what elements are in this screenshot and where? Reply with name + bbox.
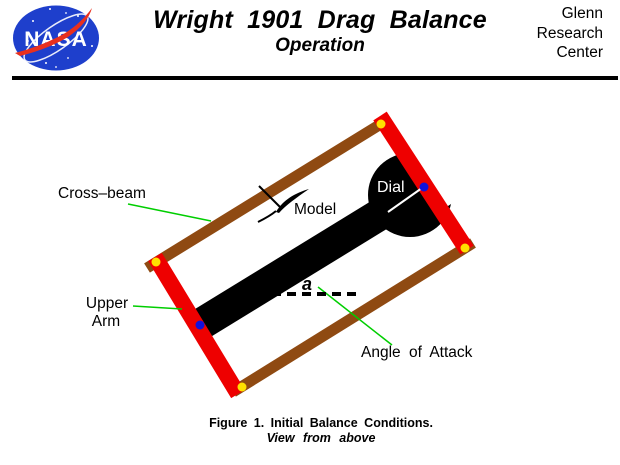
nasa-logo-stars	[27, 8, 93, 68]
leader-line-cross-beam	[127, 203, 212, 222]
org-name: Glenn Research Center	[537, 4, 603, 63]
corner-pivot-bottom	[237, 382, 247, 392]
corner-pivot-left	[151, 257, 161, 267]
pivot-marker-dial	[419, 182, 429, 192]
label-dial: Dial	[377, 179, 405, 196]
corner-pivot-right	[460, 243, 470, 253]
upper-arm-bar	[184, 182, 419, 343]
label-model: Model	[294, 201, 336, 218]
corner-pivots	[151, 119, 470, 392]
figure-caption-view: View from above	[266, 431, 376, 445]
leader-line-angle-of-attack	[317, 286, 393, 346]
cross-beam-top	[144, 114, 392, 273]
model-glyph	[257, 185, 309, 223]
label-upper-arm-line1: Upper	[86, 295, 128, 312]
label-cross-beam: Cross–beam	[58, 185, 146, 202]
page-title: Wright 1901 Drag Balance	[153, 6, 487, 34]
nasa-logo-swoosh	[15, 8, 92, 56]
cross-beam-bottom	[230, 238, 476, 397]
org-line-3: Center	[556, 44, 603, 61]
label-upper-arm-line2: Arm	[92, 313, 120, 330]
dial-mask	[380, 96, 472, 210]
figure-caption-title: Figure 1. Initial Balance Conditions.	[209, 416, 433, 430]
page-subtitle: Operation	[275, 35, 365, 56]
corner-pivot-top	[376, 119, 386, 129]
label-angle-symbol: a	[302, 274, 312, 294]
header-divider	[12, 76, 618, 80]
org-line-2: Research	[536, 24, 603, 42]
label-angle-of-attack: Angle of Attack	[361, 344, 473, 361]
figure-caption: Figure 1. Initial Balance Conditions. Vi…	[0, 416, 620, 446]
nasa-logo: NASA	[13, 5, 99, 71]
org-line-1: Glenn	[561, 5, 603, 22]
dial-needle	[387, 187, 423, 213]
pivot-marker-arm	[195, 320, 205, 330]
leader-line-upper-arm	[132, 305, 183, 310]
